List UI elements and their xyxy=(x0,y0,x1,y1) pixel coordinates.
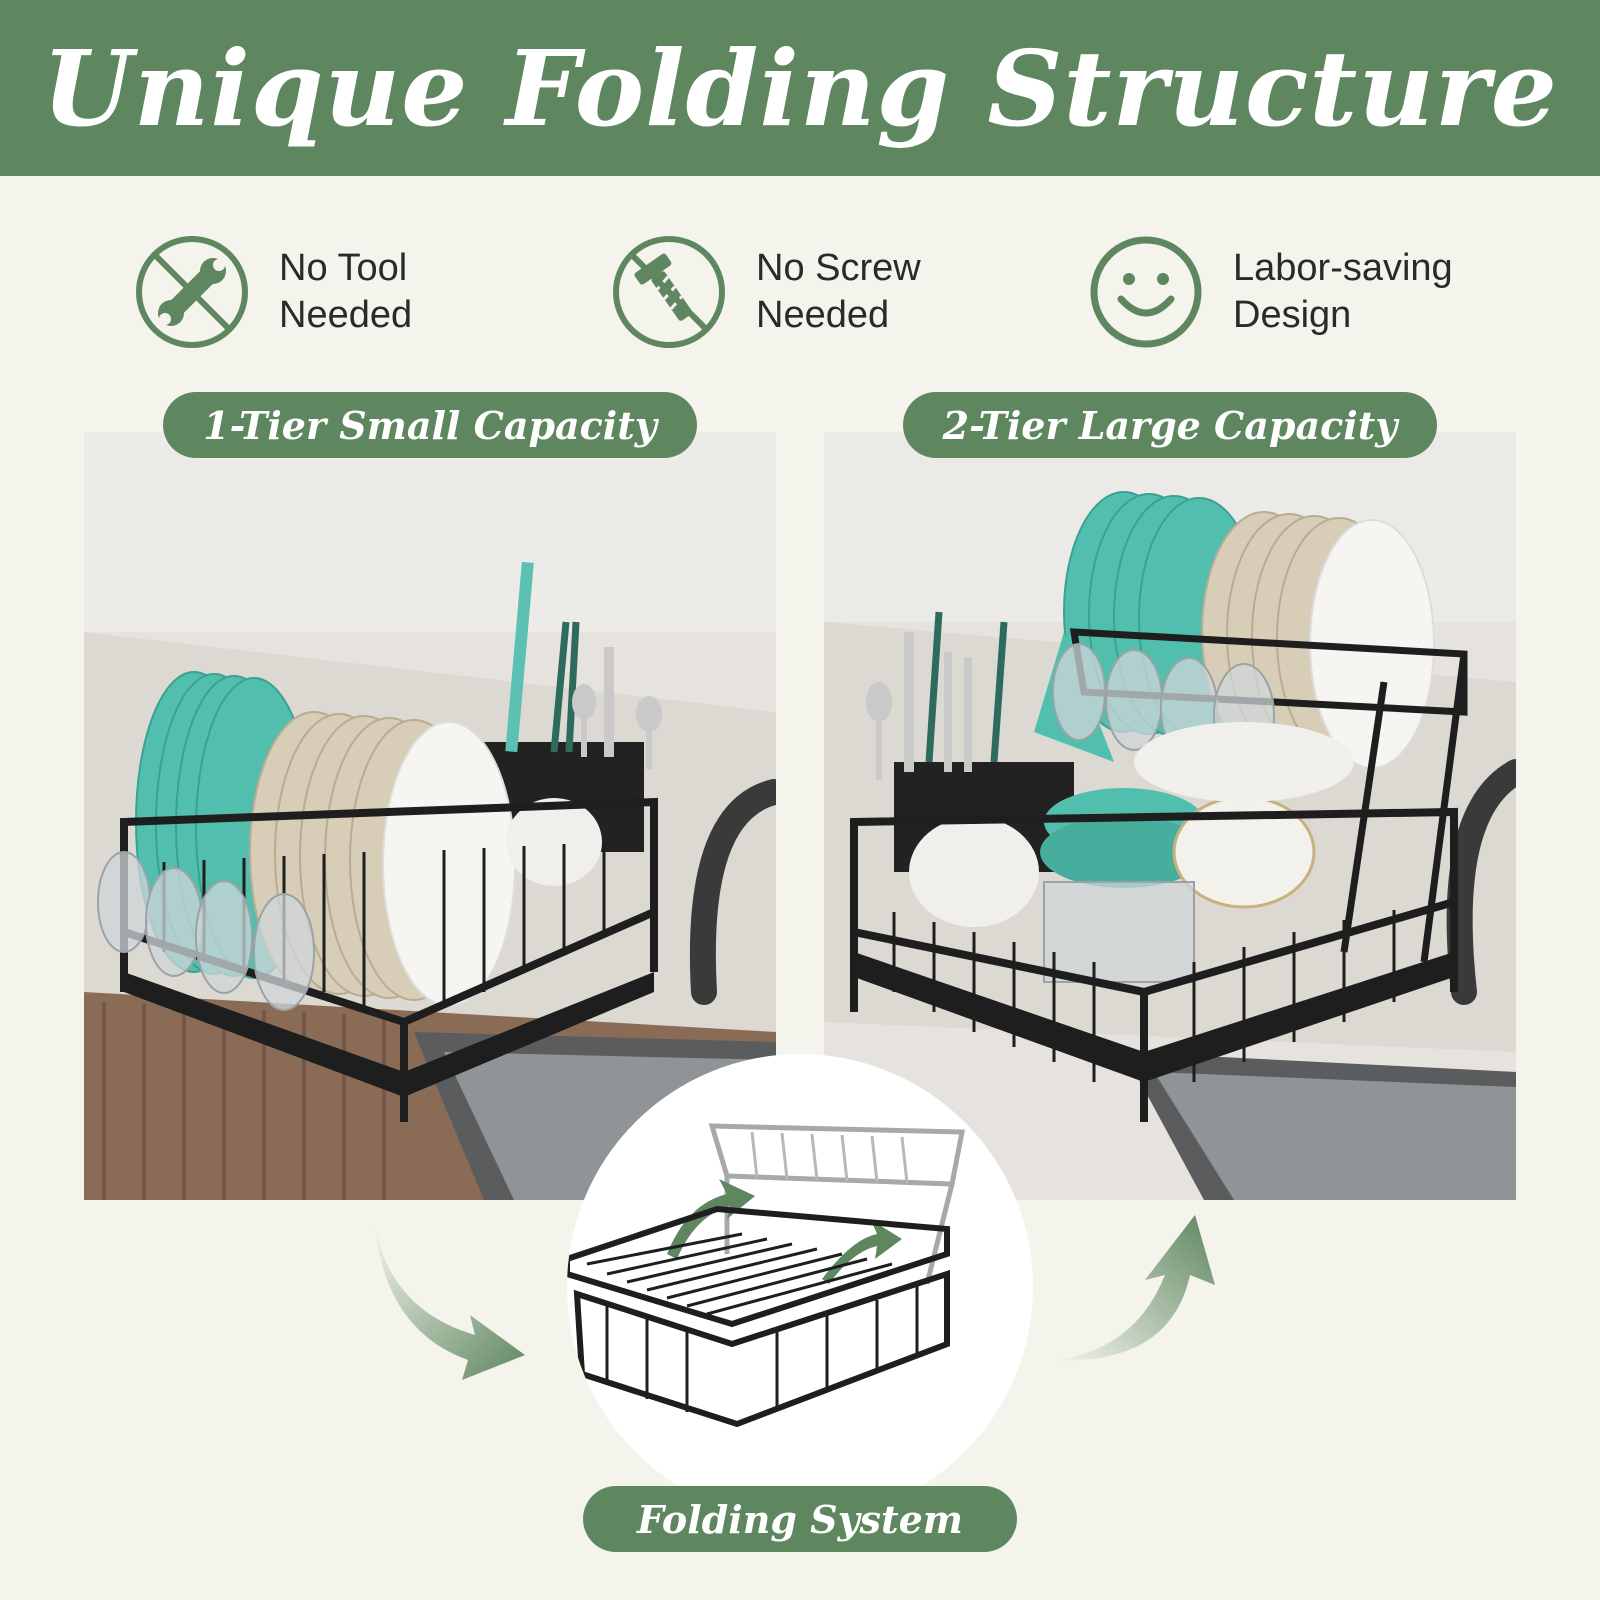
page-title: Unique Folding Structure xyxy=(42,26,1558,150)
feature-line-2: Needed xyxy=(756,294,890,336)
feature-no-screw: No Screw Needed xyxy=(610,232,921,352)
curved-arrow-icon xyxy=(1055,1215,1215,1361)
curved-arrow-icon xyxy=(375,1225,525,1380)
feature-labor-saving: Labor-saving Design xyxy=(1087,232,1453,352)
feature-line-2: Needed xyxy=(279,294,413,336)
feature-line-2: Design xyxy=(1233,294,1352,336)
folding-system-label: Folding System xyxy=(583,1486,1017,1552)
feature-line-1: Labor-saving xyxy=(1233,247,1453,289)
feature-line-1: No Screw xyxy=(756,247,921,289)
two-tier-label: 2-Tier Large Capacity xyxy=(903,392,1437,458)
title-banner: Unique Folding Structure xyxy=(0,0,1600,176)
folding-diagram xyxy=(567,1054,1033,1520)
feature-no-tool: No Tool Needed xyxy=(133,232,412,352)
feature-line-1: No Tool xyxy=(279,247,408,289)
one-tier-photo xyxy=(84,432,776,1200)
no-tool-icon xyxy=(136,236,248,348)
smiley-icon xyxy=(1090,236,1202,348)
one-tier-label: 1-Tier Small Capacity xyxy=(163,392,697,458)
no-screw-icon xyxy=(613,236,725,348)
two-tier-photo xyxy=(824,432,1516,1200)
